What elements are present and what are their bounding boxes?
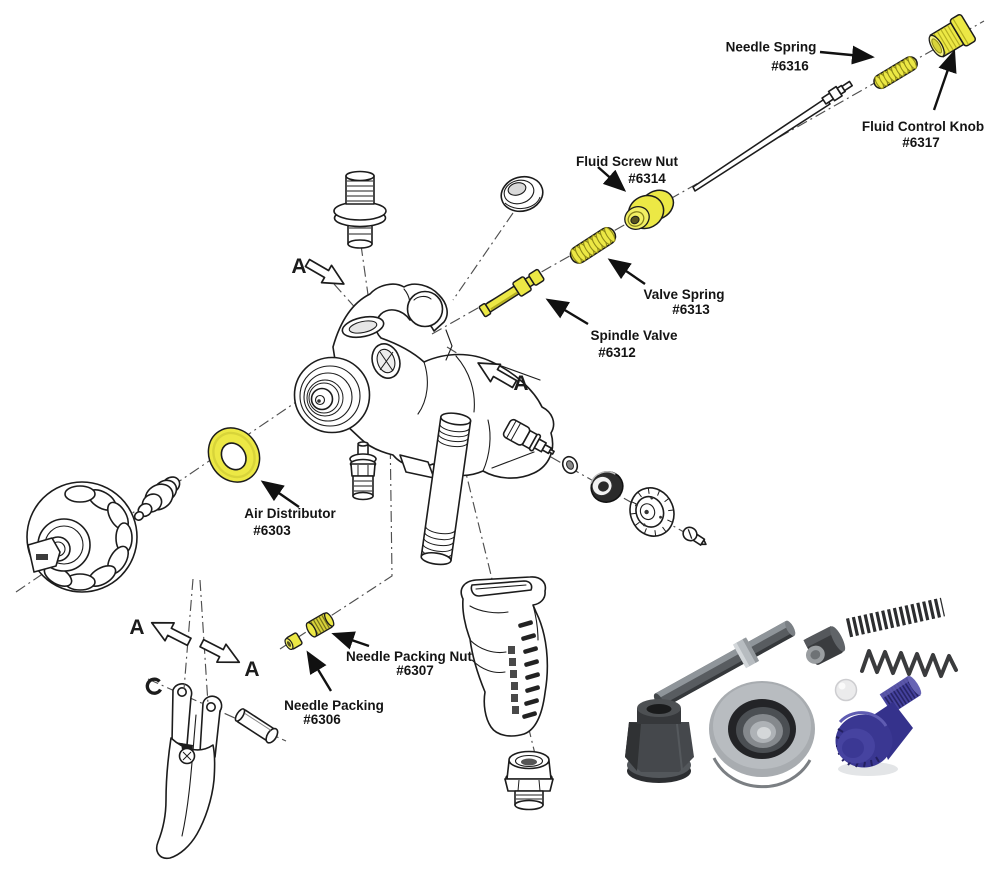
part-number: #6314 xyxy=(628,171,666,186)
photo-blue-knob xyxy=(835,675,922,776)
part-number: #6313 xyxy=(672,302,710,317)
gun-body xyxy=(293,283,555,479)
section-letter: A xyxy=(129,616,144,639)
valve-spring-part xyxy=(569,226,617,264)
section-arrow-icon xyxy=(146,612,195,652)
trigger-assembly xyxy=(145,578,279,860)
cap-plug xyxy=(500,175,544,213)
part-name: Needle Packing Nut xyxy=(346,649,473,664)
fluid-nozzle xyxy=(133,476,181,521)
grip-molded-marks xyxy=(508,646,519,714)
air-cap xyxy=(26,481,138,593)
bottom-hex-fitting xyxy=(504,750,554,811)
part-name: Needle Packing xyxy=(284,698,384,713)
section-markers: A A A A xyxy=(129,253,529,681)
needle-packing-part xyxy=(284,632,303,651)
label-needle-spring: Needle Spring #6316 xyxy=(726,40,817,74)
trigger-prong-right xyxy=(199,695,223,758)
valve-screw xyxy=(682,526,707,546)
label-needle-packing-nut: Needle Packing Nut #6307 xyxy=(346,649,473,678)
valve-washer xyxy=(561,455,579,475)
part-name: Spindle Valve xyxy=(590,328,678,343)
part-number: #6312 xyxy=(598,345,636,360)
section-letter: A xyxy=(291,255,306,278)
section-letter: A xyxy=(513,372,528,395)
label-air-distributor: Air Distributor #6303 xyxy=(244,506,336,538)
part-number: #6316 xyxy=(771,59,809,74)
trigger-pin xyxy=(234,708,279,744)
part-labels: Needle Spring #6316 Fluid Control Knob #… xyxy=(244,40,984,728)
air-inlet-tube xyxy=(420,412,472,566)
photo-hex-nut xyxy=(625,699,694,783)
section-letter: A xyxy=(244,658,259,681)
grip-handle xyxy=(460,576,549,737)
small-fitting xyxy=(349,441,377,501)
photo-seal xyxy=(709,681,815,789)
label-valve-spring: Valve Spring #6313 xyxy=(643,287,724,317)
part-name: Air Distributor xyxy=(244,506,336,521)
grip-ribs xyxy=(518,620,540,719)
spindle-valve-part xyxy=(478,268,545,318)
top-fitting xyxy=(333,170,387,249)
fluid-control-knob-part xyxy=(928,13,977,58)
part-number: #6306 xyxy=(303,712,341,727)
photo-rod xyxy=(653,620,796,709)
trigger-prong-left xyxy=(171,683,193,746)
photo-parts xyxy=(625,597,958,789)
air-distributor-part xyxy=(207,427,261,483)
fluid-needle xyxy=(692,80,853,192)
section-arrow-icon xyxy=(301,253,350,294)
part-name: Fluid Screw Nut xyxy=(576,154,679,169)
needle-spring-part xyxy=(873,56,918,90)
air-adjust-knob xyxy=(629,487,675,537)
part-number: #6307 xyxy=(396,663,434,678)
photo-ball xyxy=(834,678,858,702)
valve-nut xyxy=(590,471,624,503)
label-spindle-valve: Spindle Valve #6312 xyxy=(590,328,678,360)
photo-small-cylinder xyxy=(803,626,846,665)
fluid-screw-nut-part xyxy=(624,189,675,230)
photo-spring-loose xyxy=(860,649,958,678)
air-valve xyxy=(502,418,555,455)
e-clip xyxy=(145,677,162,695)
trigger-blade xyxy=(155,737,216,860)
needle-packing-nut-part xyxy=(305,612,335,638)
part-name: Needle Spring xyxy=(726,40,817,55)
part-number: #6303 xyxy=(253,523,291,538)
leader-arrows xyxy=(260,45,957,692)
label-fluid-control-knob: Fluid Control Knob #6317 xyxy=(862,119,984,150)
part-name: Fluid Control Knob xyxy=(862,119,984,134)
label-fluid-screw-nut: Fluid Screw Nut #6314 xyxy=(576,154,679,186)
photo-spring-tight xyxy=(845,597,946,638)
part-name: Valve Spring xyxy=(643,287,724,302)
label-needle-packing: Needle Packing #6306 xyxy=(284,698,384,727)
part-number: #6317 xyxy=(902,135,940,150)
